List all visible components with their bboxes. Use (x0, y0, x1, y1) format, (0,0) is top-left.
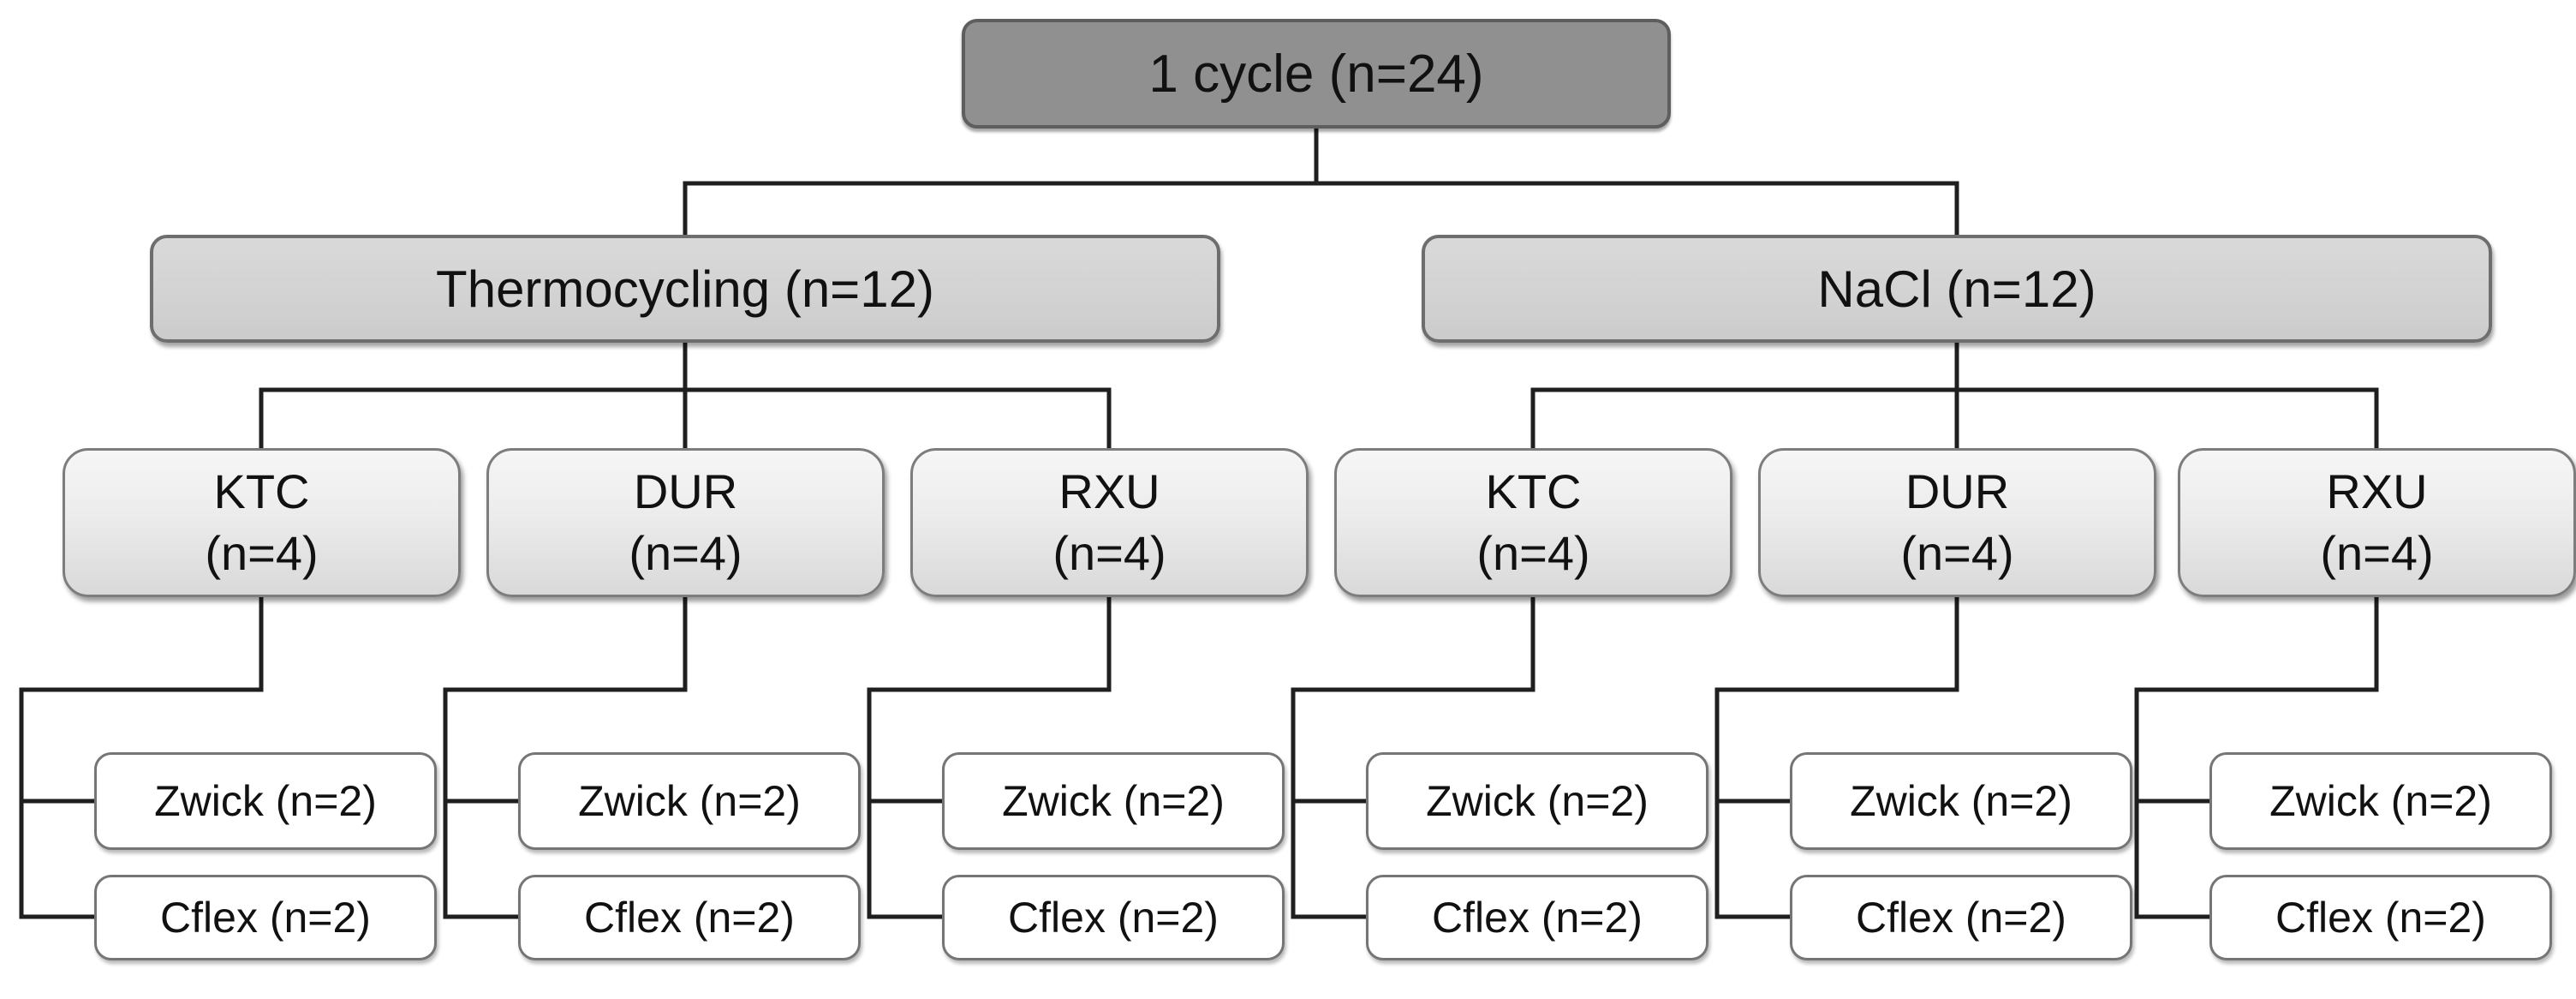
group-count: (n=4) (1476, 526, 1590, 580)
node-leaf-cflex-ktc-thermocycling: Cflex (n=2) (94, 875, 437, 960)
group-name: RXU (2326, 464, 2428, 518)
node-leaf-zwick-dur-thermocycling: Zwick (n=2) (518, 752, 861, 850)
group-name: DUR (633, 464, 738, 518)
node-leaf-zwick-rxu-nacl: Zwick (n=2) (2209, 752, 2552, 850)
node-group-ktc-thermocycling: KTC (n=4) (63, 448, 461, 597)
node-leaf-zwick-rxu-thermocycling: Zwick (n=2) (942, 752, 1285, 850)
group-name: KTC (1485, 464, 1582, 518)
node-leaf-cflex-rxu-nacl: Cflex (n=2) (2209, 875, 2552, 960)
connector-thermocycling-to-groups (259, 340, 1112, 451)
node-leaf-cflex-rxu-thermocycling: Cflex (n=2) (942, 875, 1285, 960)
node-leaf-zwick-ktc-thermocycling: Zwick (n=2) (94, 752, 437, 850)
group-count: (n=4) (1052, 526, 1166, 580)
node-group-rxu-nacl: RXU (n=4) (2178, 448, 2576, 597)
group-name: KTC (213, 464, 310, 518)
node-leaf-cflex-ktc-nacl: Cflex (n=2) (1366, 875, 1708, 960)
node-leaf-cflex-dur-thermocycling: Cflex (n=2) (518, 875, 861, 960)
group-count: (n=4) (1900, 526, 2014, 580)
node-root: 1 cycle (n=24) (962, 19, 1671, 129)
connector-nacl-to-groups (1530, 340, 2379, 451)
group-name: DUR (1905, 464, 2010, 518)
node-group-rxu-thermocycling: RXU (n=4) (910, 448, 1309, 597)
node-group-dur-nacl: DUR (n=4) (1758, 448, 2156, 597)
group-count: (n=4) (2320, 526, 2434, 580)
node-leaf-cflex-dur-nacl: Cflex (n=2) (1790, 875, 2132, 960)
node-branch-thermocycling: Thermocycling (n=12) (150, 235, 1220, 343)
group-count: (n=4) (205, 526, 319, 580)
node-leaf-zwick-dur-nacl: Zwick (n=2) (1790, 752, 2132, 850)
node-branch-nacl: NaCl (n=12) (1422, 235, 2492, 343)
group-count: (n=4) (629, 526, 742, 580)
node-group-ktc-nacl: KTC (n=4) (1334, 448, 1732, 597)
node-group-dur-thermocycling: DUR (n=4) (486, 448, 885, 597)
node-leaf-zwick-ktc-nacl: Zwick (n=2) (1366, 752, 1708, 850)
group-name: RXU (1058, 464, 1160, 518)
connector-root-to-branches (683, 126, 1959, 237)
